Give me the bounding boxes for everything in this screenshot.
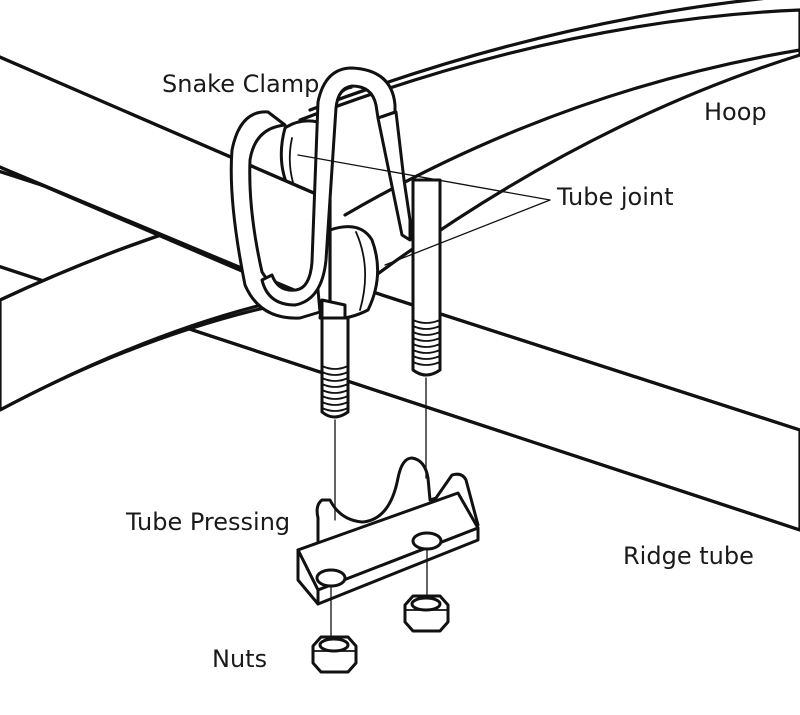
tube-joint-leaders: [297, 154, 551, 266]
label-ridge-tube: Ridge tube: [623, 542, 754, 570]
label-snake-clamp: Snake Clamp: [162, 70, 320, 98]
nut-left: [311, 635, 358, 674]
label-tube-joint: Tube joint: [557, 183, 674, 211]
threaded-rod-right: [411, 178, 442, 377]
snake-clamp: [229, 66, 412, 332]
threaded-rod-left: [320, 316, 350, 419]
label-tube-pressing: Tube Pressing: [126, 508, 291, 536]
label-hoop: Hoop: [704, 98, 767, 126]
assembly-lines: [330, 377, 428, 638]
tube-pressing: [296, 456, 480, 606]
nut-right: [403, 594, 450, 633]
label-nuts: Nuts: [212, 645, 268, 673]
